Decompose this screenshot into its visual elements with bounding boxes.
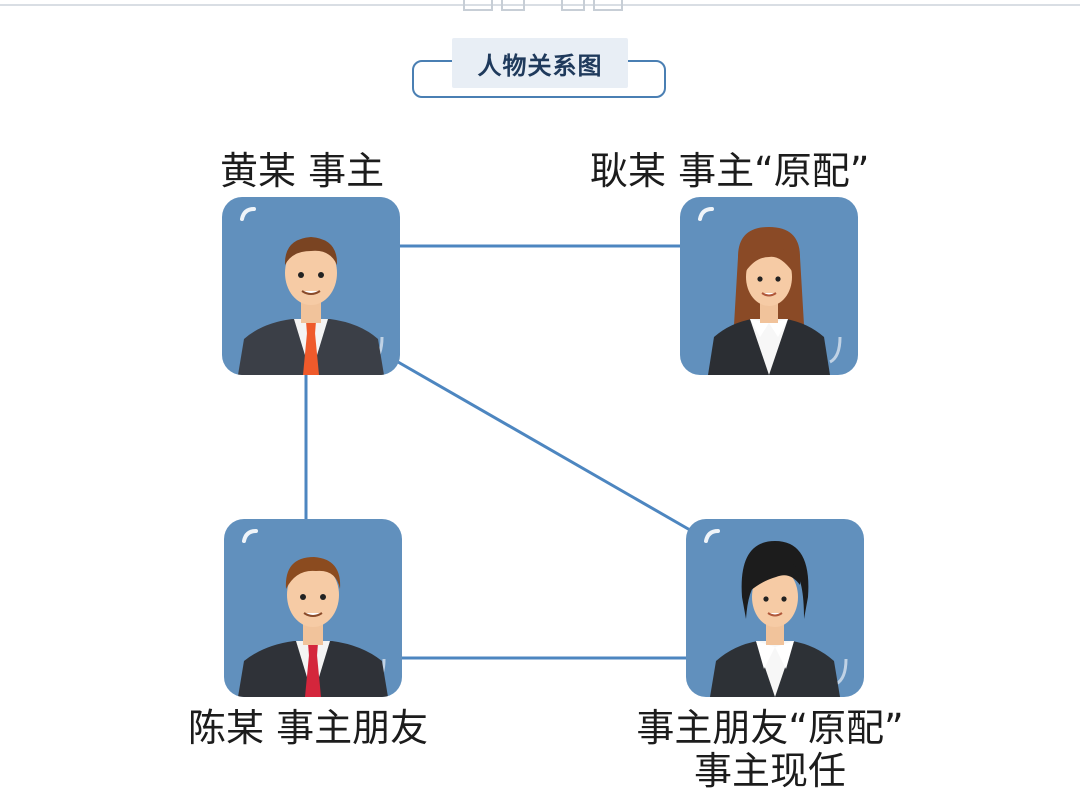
- woman-long-hair-icon: [698, 207, 842, 375]
- card-huang: [222, 197, 400, 375]
- top-decoration: [463, 0, 623, 11]
- label-friend-wife-line2: 事主现任: [693, 748, 846, 793]
- man-red-tie-icon: [238, 529, 388, 697]
- label-huang: 黄某 事主: [220, 149, 385, 193]
- top-divider: [0, 4, 1080, 6]
- card-chen: [224, 519, 402, 697]
- label-friend-wife: 事主朋友“原配” 事主现任: [612, 707, 928, 792]
- label-chen: 陈某 事主朋友: [188, 706, 429, 750]
- link-huang-friendwife: [397, 360, 691, 532]
- diagram-title: 人物关系图: [452, 38, 628, 88]
- label-geng: 耿某 事主“原配”: [590, 149, 870, 193]
- card-geng: [680, 197, 858, 375]
- label-friend-wife-line1: 事主朋友“原配”: [636, 706, 904, 750]
- card-friend-wife: [686, 519, 864, 697]
- man-orange-tie-icon: [238, 207, 384, 375]
- woman-short-hair-icon: [704, 529, 848, 697]
